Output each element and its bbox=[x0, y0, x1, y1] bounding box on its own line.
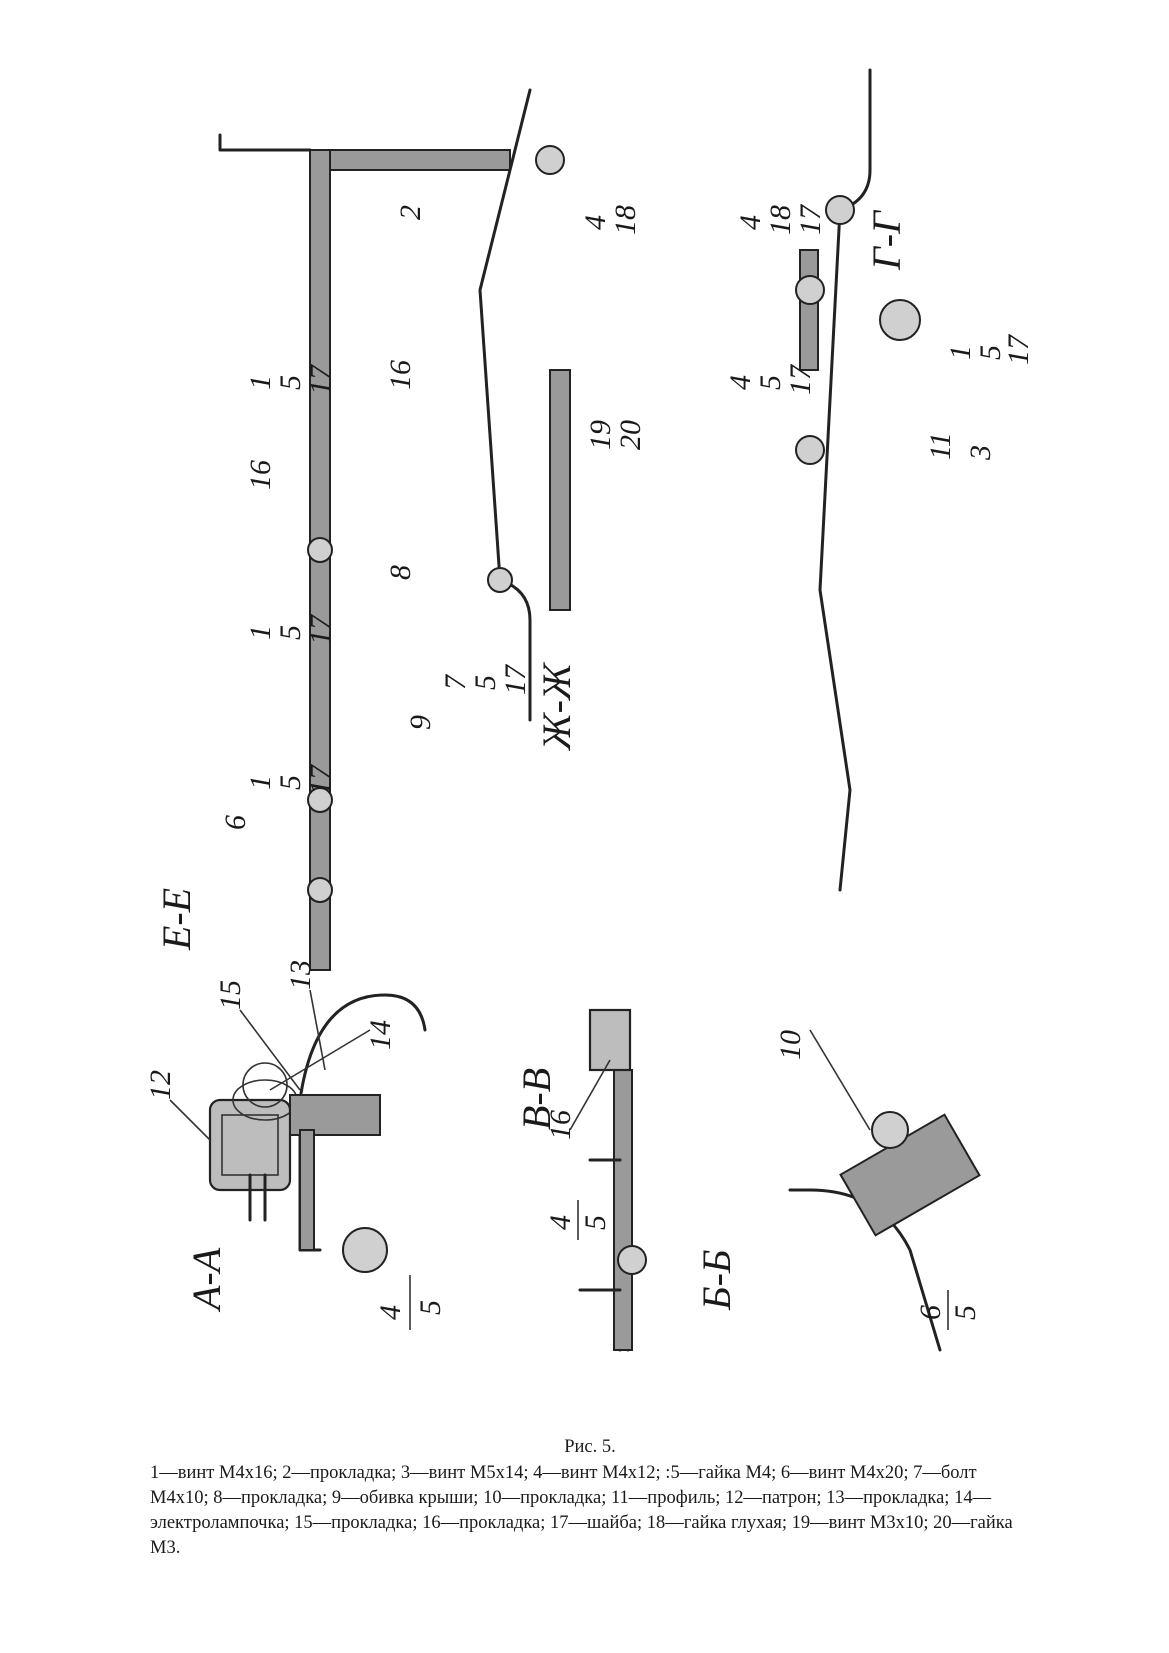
callout-aa-12: 12 bbox=[150, 1070, 177, 1100]
section-aa-title: А-А bbox=[184, 1247, 229, 1313]
screw-1-ee-c bbox=[307, 537, 333, 563]
panel-bb bbox=[839, 1113, 981, 1237]
screw-1-ee-b bbox=[307, 787, 333, 813]
callout-zhzh-9: 9 bbox=[404, 715, 437, 730]
screw-4-vv bbox=[617, 1245, 647, 1275]
callout-zhzh-16: 16 bbox=[384, 360, 417, 390]
section-vv-title: В-В bbox=[514, 1068, 559, 1130]
panel-vv-hatch bbox=[613, 1069, 633, 1351]
callout-gg-4b: 4 bbox=[724, 375, 757, 390]
callout-bb-10: 10 bbox=[774, 1030, 807, 1060]
callout-ee-1b: 1 bbox=[244, 625, 277, 640]
screw-1-ee-a bbox=[307, 877, 333, 903]
screw-6-bb bbox=[871, 1111, 909, 1149]
callout-gg-17a: 17 bbox=[794, 203, 827, 235]
section-vv: В-В 16 4 5 bbox=[514, 1008, 647, 1352]
callout-zhzh-2: 2 bbox=[394, 205, 427, 220]
profile-vv bbox=[588, 1008, 632, 1072]
callout-ee-5b: 5 bbox=[274, 625, 307, 640]
screw-1-gg bbox=[825, 195, 855, 225]
section-aa: А-А 12 15 13 14 4 5 bbox=[150, 960, 447, 1330]
gasket-gg bbox=[799, 249, 819, 371]
callout-vv-16: 16 bbox=[544, 1110, 577, 1140]
callout-aa-15: 15 bbox=[214, 980, 247, 1010]
leader-10 bbox=[809, 1029, 871, 1131]
screw-4-gg-b bbox=[795, 435, 825, 465]
section-zhzh: Ж-Ж 8 9 7 5 17 16 19 20 2 4 18 bbox=[384, 88, 647, 752]
callout-ee-17a: 17 bbox=[304, 763, 337, 795]
section-bb-title: Б-Б bbox=[694, 1249, 739, 1311]
callout-ee-1c: 1 bbox=[244, 375, 277, 390]
callout-ee-17c: 17 bbox=[304, 363, 337, 395]
screw-4-gg bbox=[795, 275, 825, 305]
callout-ee-5c: 5 bbox=[274, 375, 307, 390]
technical-drawing: А-А 12 15 13 14 4 5 bbox=[150, 68, 1030, 1352]
roof-zhzh bbox=[478, 88, 532, 722]
figure-drawing: А-А 12 15 13 14 4 5 bbox=[150, 50, 1030, 1390]
callout-ee-1a: 1 bbox=[244, 775, 277, 790]
callout-zhzh-5: 5 bbox=[469, 675, 502, 690]
callout-zhzh-20: 20 bbox=[614, 420, 647, 450]
screw-4-aa bbox=[342, 1227, 388, 1273]
callout-gg-18: 18 bbox=[764, 205, 797, 235]
callout-gg-11: 11 bbox=[924, 432, 957, 460]
caption-legend: 1—винт М4х16; 2—прокладка; 3—винт М5х14;… bbox=[150, 1463, 1013, 1558]
profile-ee-leg bbox=[329, 149, 511, 171]
roof-gg bbox=[818, 68, 872, 892]
callout-bb-6: 6 bbox=[914, 1305, 947, 1320]
callout-ee-17b: 17 bbox=[304, 613, 337, 645]
callout-aa-4: 4 bbox=[374, 1305, 407, 1320]
gasket-15 bbox=[289, 1094, 381, 1136]
callout-gg-17c: 17 bbox=[784, 363, 817, 395]
bolt-7-zhzh bbox=[487, 567, 513, 593]
callout-zhzh-4: 4 bbox=[579, 215, 612, 230]
callout-ee-16: 16 bbox=[244, 460, 277, 490]
callout-gg-5a: 5 bbox=[974, 345, 1007, 360]
callout-ee-5a: 5 bbox=[274, 775, 307, 790]
callout-bb-5: 5 bbox=[949, 1305, 982, 1320]
callout-zhzh-8: 8 bbox=[384, 565, 417, 580]
callout-gg-1: 1 bbox=[944, 345, 977, 360]
callout-aa-5: 5 bbox=[414, 1300, 447, 1315]
section-bb: Б-Б 10 6 5 bbox=[694, 1029, 982, 1352]
lamp-bulb-globe bbox=[242, 1062, 288, 1108]
section-zhzh-title: Ж-Ж bbox=[534, 661, 579, 752]
screw-3-gg bbox=[879, 299, 921, 341]
callout-zhzh-7: 7 bbox=[439, 673, 472, 690]
callout-zhzh-18: 18 bbox=[609, 205, 642, 235]
callout-gg-5b: 5 bbox=[754, 375, 787, 390]
callout-vv-5: 5 bbox=[579, 1215, 612, 1230]
gasket-zhzh bbox=[549, 369, 571, 611]
leader-16-vv bbox=[569, 1059, 611, 1131]
leader-15 bbox=[239, 1009, 301, 1091]
callout-zhzh-19: 19 bbox=[584, 420, 617, 450]
caption-title: Рис. 5. bbox=[564, 1437, 616, 1457]
callout-aa-14: 14 bbox=[364, 1020, 397, 1050]
callout-gg-3: 3 bbox=[964, 445, 997, 461]
figure-caption: Рис. 5. 1—винт М4х16; 2—прокладка; 3—вин… bbox=[150, 1435, 1030, 1561]
callout-gg-4a: 4 bbox=[734, 215, 767, 230]
section-ee-title: Е-Е bbox=[154, 888, 199, 951]
profile-ee-tail bbox=[218, 133, 312, 152]
callout-ee-6: 6 bbox=[219, 815, 252, 830]
section-gg-title: Г-Г bbox=[864, 209, 909, 271]
gasket-13 bbox=[299, 1129, 315, 1251]
leader-12 bbox=[169, 1099, 211, 1141]
section-gg: Г-Г 4 18 17 1 5 17 4 5 17 11 3 bbox=[724, 68, 1030, 892]
callout-gg-17b: 17 bbox=[1002, 333, 1030, 365]
leader-13 bbox=[309, 989, 326, 1071]
section-ee: Е-Е 6 1 5 17 1 5 17 16 1 5 17 bbox=[154, 133, 511, 971]
callout-vv-4: 4 bbox=[544, 1215, 577, 1230]
leader-14 bbox=[269, 1029, 371, 1091]
callout-zhzh-17: 17 bbox=[499, 663, 532, 695]
screw-4-zhzh bbox=[535, 145, 565, 175]
